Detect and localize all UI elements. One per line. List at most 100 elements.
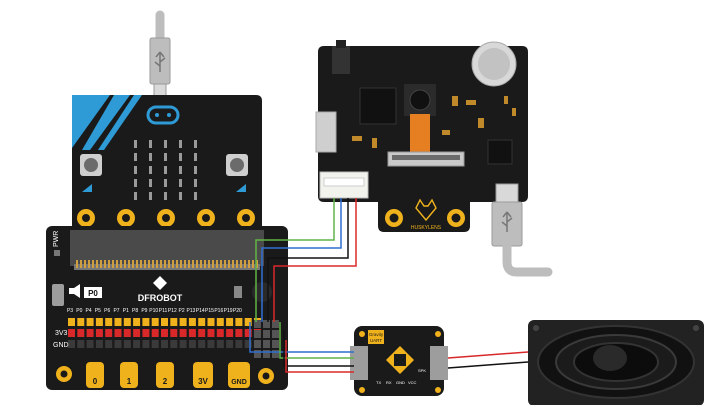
header-pin[interactable]	[226, 329, 234, 337]
header-pin[interactable]	[198, 340, 206, 348]
header-pin[interactable]	[244, 318, 252, 326]
header-pin[interactable]	[244, 329, 252, 337]
header-pin[interactable]	[142, 340, 150, 348]
header-pin[interactable]	[68, 340, 75, 348]
header-pin[interactable]	[151, 340, 159, 348]
header-pin[interactable]	[244, 340, 252, 348]
led	[149, 153, 152, 161]
edge-pin	[80, 260, 82, 268]
header-pin[interactable]	[272, 330, 279, 338]
header-pin[interactable]	[105, 340, 113, 348]
header-pin[interactable]	[207, 318, 215, 326]
header-pin[interactable]	[86, 340, 94, 348]
led	[134, 192, 137, 200]
header-pin[interactable]	[254, 350, 261, 358]
header-pin[interactable]	[77, 340, 85, 348]
edge-pin	[212, 260, 214, 268]
header-pin[interactable]	[254, 320, 261, 328]
header-pin[interactable]	[123, 329, 131, 337]
microbit-edge-pads	[77, 209, 255, 227]
led	[164, 153, 167, 161]
header-pin[interactable]	[68, 329, 75, 337]
header-pin[interactable]	[77, 318, 85, 326]
button-a[interactable]	[80, 154, 102, 192]
microbit-board	[72, 95, 262, 227]
header-pin[interactable]	[207, 329, 215, 337]
header-pin[interactable]	[207, 340, 215, 348]
led	[194, 166, 197, 174]
header-pin[interactable]	[133, 318, 141, 326]
header-pin[interactable]	[216, 340, 224, 348]
header-pin[interactable]	[161, 329, 168, 337]
edge-pin	[152, 260, 154, 268]
header-pin[interactable]	[68, 318, 75, 326]
header-pin[interactable]	[188, 318, 196, 326]
header-pin[interactable]	[86, 329, 94, 337]
header-pin[interactable]	[198, 318, 206, 326]
edge-pin	[188, 260, 190, 268]
header-pin[interactable]	[151, 318, 159, 326]
header-pin[interactable]	[235, 318, 243, 326]
button-b[interactable]	[226, 154, 248, 192]
led	[164, 179, 167, 187]
header-pin[interactable]	[179, 318, 187, 326]
header-pin[interactable]	[95, 329, 103, 337]
led	[149, 179, 152, 187]
header-pin[interactable]	[114, 340, 122, 348]
header-pin[interactable]	[226, 318, 234, 326]
header-pin[interactable]	[123, 318, 131, 326]
edge-pin	[204, 260, 206, 268]
header-pin[interactable]	[105, 329, 113, 337]
header-pin[interactable]	[263, 340, 270, 348]
header-pin[interactable]	[142, 318, 150, 326]
led	[194, 140, 197, 148]
header-pin[interactable]	[188, 329, 196, 337]
header-pin[interactable]	[86, 318, 94, 326]
pin-label: P6	[104, 308, 110, 314]
header-pin[interactable]	[142, 329, 150, 337]
header-pin[interactable]	[95, 340, 103, 348]
header-pin[interactable]	[151, 329, 159, 337]
header-pin[interactable]	[179, 329, 187, 337]
header-pin[interactable]	[263, 320, 270, 328]
edge-pin	[180, 260, 182, 268]
header-pin[interactable]	[161, 340, 168, 348]
edge-pin	[92, 260, 94, 268]
huskylens-brand-label: HUSKYLENS	[411, 225, 442, 231]
header-pin[interactable]	[272, 320, 279, 328]
header-pin[interactable]	[263, 350, 270, 358]
header-pin[interactable]	[123, 340, 131, 348]
header-pin[interactable]	[170, 340, 178, 348]
header-pin[interactable]	[254, 330, 261, 338]
header-pin[interactable]	[272, 350, 279, 358]
pwr-label: PWR	[53, 231, 60, 247]
header-pin[interactable]	[179, 340, 187, 348]
header-pin[interactable]	[216, 329, 224, 337]
header-pin[interactable]	[272, 340, 279, 348]
header-pin[interactable]	[114, 318, 122, 326]
header-pin[interactable]	[95, 318, 103, 326]
header-pin[interactable]	[161, 318, 168, 326]
edge-pin	[156, 260, 158, 268]
header-pin[interactable]	[235, 329, 243, 337]
header-pin[interactable]	[105, 318, 113, 326]
edge-pin	[184, 260, 186, 268]
header-pin[interactable]	[114, 329, 122, 337]
header-pin[interactable]	[198, 329, 206, 337]
header-pin[interactable]	[77, 329, 85, 337]
header-pin[interactable]	[188, 340, 196, 348]
spk-label: SPK	[418, 368, 426, 373]
header-pin[interactable]	[226, 340, 234, 348]
header-pin[interactable]	[133, 340, 141, 348]
power-switch[interactable]	[52, 284, 64, 306]
header-pin[interactable]	[254, 340, 261, 348]
header-pin[interactable]	[235, 340, 243, 348]
header-pin[interactable]	[170, 318, 178, 326]
led	[164, 166, 167, 174]
header-pin[interactable]	[216, 318, 224, 326]
header-pin[interactable]	[133, 329, 141, 337]
usb-plug-icon	[501, 211, 513, 232]
header-pin[interactable]	[170, 329, 178, 337]
header-pin[interactable]	[263, 330, 270, 338]
